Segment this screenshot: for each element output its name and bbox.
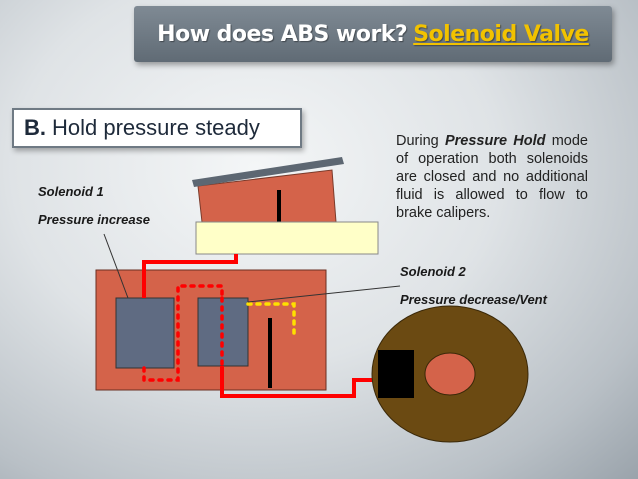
brake-caliper <box>378 350 414 398</box>
reservoir-base <box>195 221 379 255</box>
section-letter: B. <box>24 115 46 140</box>
solenoid-1-function-label: Pressure increase <box>38 212 151 227</box>
solenoid-1-label: Solenoid 1 <box>38 184 104 199</box>
solenoid-1-valve <box>115 297 175 369</box>
supply-line <box>142 254 238 298</box>
section-heading: B. Hold pressure steady <box>12 108 302 148</box>
reservoir-cap <box>192 157 344 187</box>
solenoid-2-function-label: Pressure decrease/Vent <box>400 292 547 307</box>
rotor-hub <box>424 352 476 396</box>
title-accent: Solenoid Valve <box>413 21 589 47</box>
slide-title: How does ABS work?Solenoid Valve <box>157 22 589 47</box>
brake-line <box>220 366 378 398</box>
closed-path-solenoid-1 <box>142 284 224 382</box>
title-main: How does ABS work? <box>157 21 408 47</box>
title-banner: How does ABS work?Solenoid Valve <box>134 6 612 62</box>
description-suffix: mode of operation both solenoids are clo… <box>396 133 588 221</box>
description-prefix: During <box>396 133 439 149</box>
description-text: During Pressure Hold mode of operation b… <box>396 132 588 222</box>
section-label-text: Hold pressure steady <box>52 115 260 140</box>
solenoid-1-pointer <box>103 233 129 299</box>
solenoid-2-pointer <box>247 285 401 303</box>
solenoid-2-label: Solenoid 2 <box>400 264 466 279</box>
description-emphasis: Pressure Hold <box>444 133 546 149</box>
reservoir <box>192 157 379 255</box>
vent-line <box>246 302 296 340</box>
